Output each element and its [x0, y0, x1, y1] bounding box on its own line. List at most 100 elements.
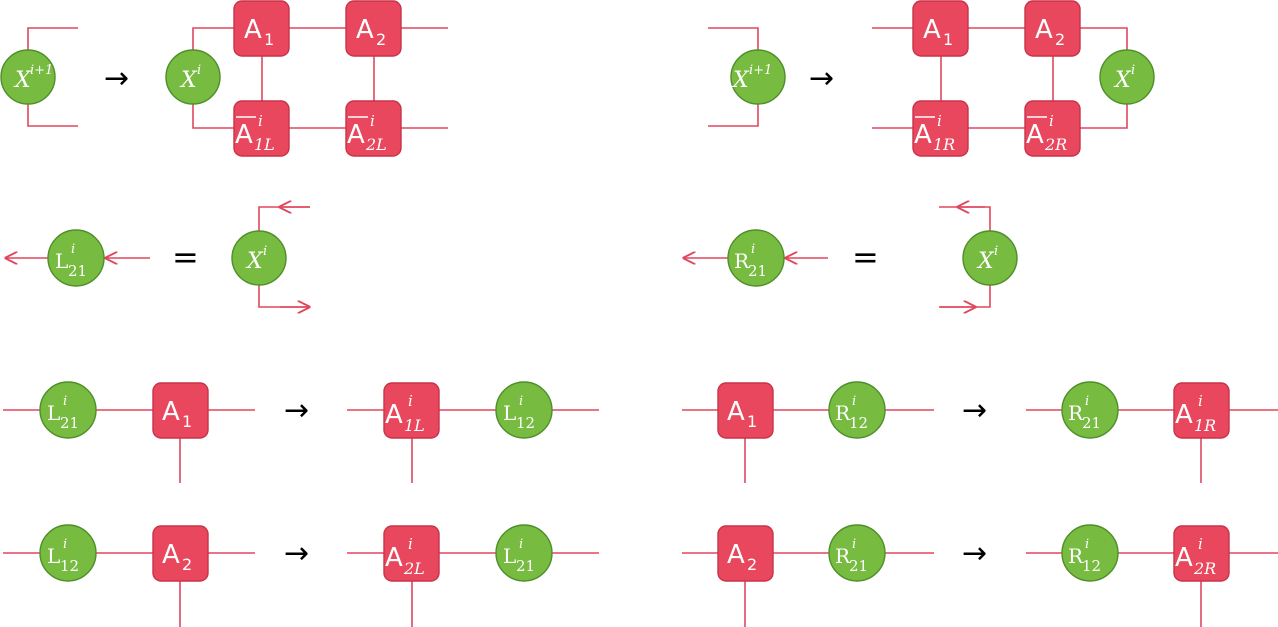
- tensor-label: A: [385, 543, 403, 573]
- node-sup: i: [751, 242, 755, 257]
- tensor-sub: 1R: [1194, 416, 1216, 435]
- node-label: L: [47, 401, 60, 425]
- tensor-a2-left-conj: [345, 100, 402, 157]
- tensor-sup: i: [408, 392, 413, 410]
- node-sub: 21: [1082, 414, 1101, 432]
- node-sup: i: [263, 244, 267, 259]
- node-sup: i: [1085, 394, 1089, 409]
- node-sup: i: [519, 537, 523, 552]
- tensor-a1: [912, 0, 969, 57]
- tensor-sub: 2R: [1193, 559, 1216, 578]
- row2-left-equation: L i 21 = X i: [6, 207, 310, 307]
- tensor-sub: 1L: [254, 135, 275, 154]
- row1-right-equation: X i+1 → A 1 A 2 A i 1R A i 2R X i: [708, 0, 1155, 157]
- tensor-sup: i: [258, 112, 263, 130]
- node-sup: i: [1131, 63, 1135, 78]
- node-sub: 21: [60, 414, 79, 432]
- tensor-a1-left-conj: [233, 100, 290, 157]
- node-sup: i: [63, 394, 67, 409]
- tensor-sub: 1: [747, 412, 757, 431]
- node-sub: 21: [68, 262, 87, 280]
- node-sub: 21: [748, 262, 767, 280]
- row4-right-equation: A 2 R i 21 → R i 12 A i 2R: [682, 524, 1278, 627]
- tensor-a1-right: [1173, 382, 1230, 439]
- tensor-sup: i: [1198, 535, 1203, 553]
- tensor-label: A: [347, 120, 365, 150]
- tensor-sub: 1: [264, 30, 274, 49]
- node-label: X: [13, 68, 32, 93]
- tensor-a2: [152, 525, 209, 582]
- l21-transfer-node: [39, 381, 97, 439]
- tensor-a1: [233, 0, 290, 57]
- node-label: R: [734, 249, 750, 273]
- node-sub: 12: [516, 414, 535, 432]
- arrow-operator: →: [962, 536, 987, 571]
- tensor-a1: [717, 382, 774, 439]
- tensor-a2-left: [383, 525, 440, 582]
- row3-left-equation: L i 21 A 1 → A i 1L L i 12: [3, 381, 599, 483]
- tensor-a2: [717, 525, 774, 582]
- node-label: X: [245, 249, 264, 274]
- node-label: X: [179, 68, 198, 93]
- node-label: L: [55, 249, 68, 273]
- node-sup: i: [63, 537, 67, 552]
- r21-transfer-node: [727, 229, 785, 287]
- tensor-sub: 2R: [1044, 135, 1067, 154]
- node-sup: i: [71, 242, 75, 257]
- tensor-sup: i: [1049, 112, 1054, 130]
- node-sub: 21: [849, 557, 868, 575]
- l21-transfer-node: [47, 229, 105, 287]
- r12-transfer-node: [828, 381, 886, 439]
- node-sub: 12: [60, 557, 79, 575]
- tensor-a1-left: [383, 382, 440, 439]
- l12-transfer-node: [39, 524, 97, 582]
- node-label: X: [1113, 68, 1132, 93]
- tensor-label: A: [356, 15, 374, 45]
- node-sub: 21: [516, 557, 535, 575]
- tensor-a2: [1024, 0, 1081, 57]
- tensor-label: A: [162, 397, 180, 427]
- node-label: R: [835, 544, 851, 568]
- tensor-label: A: [727, 397, 745, 427]
- node-sup: i: [197, 63, 201, 78]
- r21-transfer-node: [1061, 381, 1119, 439]
- node-sup: i: [1085, 537, 1089, 552]
- node-sup: i: [852, 394, 856, 409]
- tensor-sup: i: [408, 535, 413, 553]
- row4-left-equation: L i 12 A 2 → A i 2L L i 21: [3, 524, 599, 627]
- x-transfer-node: [1099, 49, 1155, 105]
- equals-operator: =: [172, 238, 199, 276]
- tensor-sub: 1: [182, 412, 192, 431]
- tensor-label: A: [1175, 400, 1193, 430]
- node-sup: i: [519, 394, 523, 409]
- tensor-a2-right: [1173, 525, 1230, 582]
- tensor-label: A: [1026, 120, 1044, 150]
- tensor-sup: i: [1198, 392, 1203, 410]
- node-label: L: [503, 401, 516, 425]
- x-transfer-node: [231, 230, 287, 286]
- node-sup: i+1: [749, 63, 772, 78]
- tensor-label: A: [1175, 543, 1193, 573]
- x-next-transfer-node: [0, 49, 56, 105]
- tensor-sub: 1R: [933, 135, 955, 154]
- arrow-operator: →: [284, 393, 309, 428]
- tensor-label: A: [235, 120, 253, 150]
- node-sup: i+1: [30, 63, 53, 78]
- l21-transfer-node: [495, 524, 553, 582]
- tensor-label: A: [914, 120, 932, 150]
- tensor-label: A: [162, 540, 180, 570]
- arrow-operator: →: [809, 61, 834, 96]
- l12-transfer-node: [495, 381, 553, 439]
- arrow-operator: →: [284, 536, 309, 571]
- tensor-label: A: [923, 15, 941, 45]
- tensor-sup: i: [937, 112, 942, 130]
- tensor-sub: 2L: [365, 135, 387, 154]
- tensor-a2: [345, 0, 402, 57]
- tensor-a1: [152, 382, 209, 439]
- tensor-label: A: [1035, 15, 1053, 45]
- tensor-sub: 2: [182, 555, 192, 574]
- node-label: X: [731, 68, 750, 93]
- tensor-a2-right-conj: [1024, 100, 1081, 157]
- node-sup: i: [852, 537, 856, 552]
